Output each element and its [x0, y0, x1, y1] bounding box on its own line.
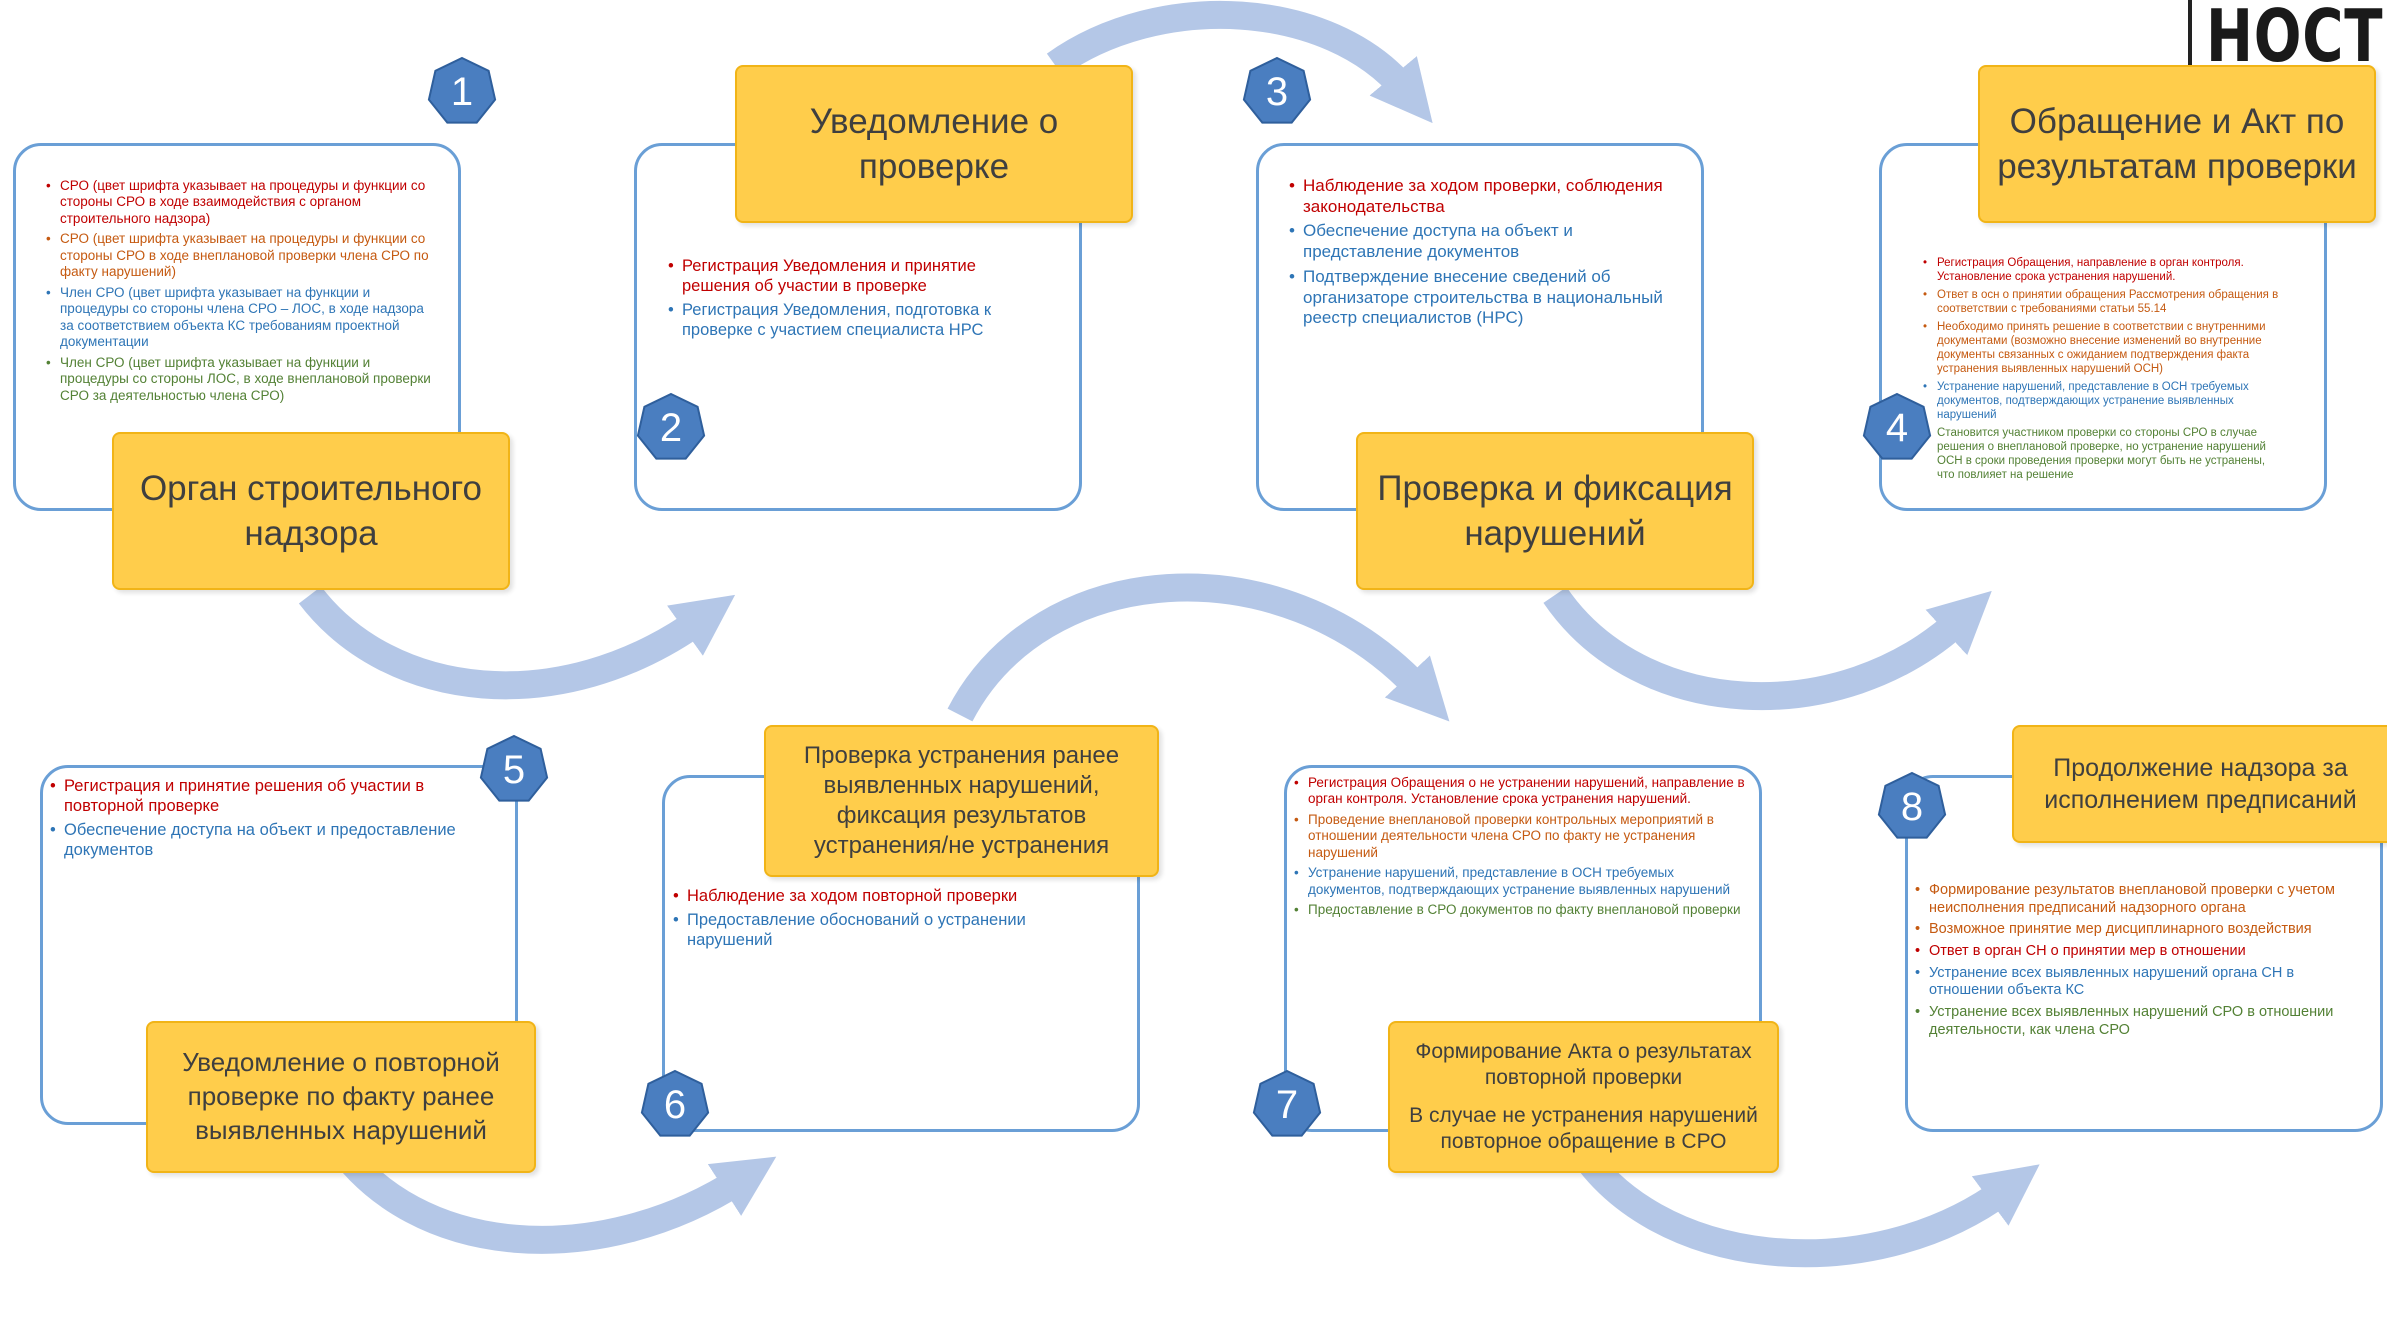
step4-badge: 4: [1861, 392, 1933, 464]
list-item: Ответ в осн о принятии обращения Рассмот…: [1923, 288, 2285, 316]
step4-title: Обращение и Акт по результатам проверки: [1978, 65, 2376, 223]
step2-number: 2: [659, 405, 683, 450]
step1-list: СРО (цвет шрифта указывает на процедуры …: [46, 178, 431, 408]
logo-text: НОСТРО: [2206, 0, 2387, 72]
step2-badge: 2: [635, 392, 707, 464]
step8-badge: 8: [1876, 771, 1948, 843]
step6-number: 6: [663, 1082, 687, 1127]
list-item: Проведение внеплановой проверки контроль…: [1294, 812, 1749, 861]
step3-title-text: Проверка и фиксация нарушений: [1377, 468, 1733, 554]
list-item: Устранение нарушений, представление в ОС…: [1923, 380, 2285, 422]
arrow-3-to-4: [1543, 586, 1992, 711]
list-item: Наблюдение за ходом проверки, соблюдения…: [1289, 176, 1679, 217]
list-item: Член СРО (цвет шрифта указывает на функц…: [46, 285, 431, 351]
step7-badge: 7: [1251, 1069, 1323, 1141]
list-item: Предоставление обоснований о устранении …: [673, 910, 1073, 950]
step7-number: 7: [1275, 1082, 1299, 1127]
list-item: Становится участником проверки со сторон…: [1923, 426, 2285, 482]
step5-title-text: Уведомление о повторной проверке по факт…: [182, 1047, 500, 1145]
step4-number: 4: [1885, 405, 1909, 450]
list-item: Подтверждение внесение сведений об орган…: [1289, 267, 1679, 329]
step3-number: 3: [1265, 69, 1289, 114]
step6-title-text: Проверка устранения ранее выявленных нар…: [803, 742, 1120, 859]
step6-title: Проверка устранения ранее выявленных нар…: [764, 725, 1159, 877]
arrow-1-to-2: [298, 586, 736, 700]
step7-list: Регистрация Обращения о не устранении на…: [1294, 775, 1749, 923]
step1-number: 1: [450, 69, 474, 114]
step7-title-text: Формирование Акта о результатах повторно…: [1415, 1039, 1752, 1089]
list-item: Обеспечение доступа на объект и представ…: [1289, 221, 1679, 262]
step7-title: Формирование Акта о результатах повторно…: [1388, 1021, 1779, 1173]
step1-badge: 1: [426, 56, 498, 128]
list-item: Необходимо принять решение в соответстви…: [1923, 320, 2285, 376]
list-item: СРО (цвет шрифта указывает на процедуры …: [46, 231, 431, 280]
step8-title-text: Продолжение надзора за исполнением предп…: [2044, 753, 2357, 815]
list-item: Ответ в орган СН о принятии мер в отноше…: [1915, 943, 2345, 961]
arrow-5-to-6: [323, 1132, 777, 1254]
list-item: Предоставление в СРО документов по факту…: [1294, 902, 1749, 919]
step5-badge: 5: [478, 734, 550, 806]
step1-title: Орган строительного надзора: [112, 432, 510, 590]
list-item: Устранение нарушений, представление в ОС…: [1294, 865, 1749, 898]
step1-title-text: Орган строительного надзора: [139, 468, 483, 554]
step4-list: Регистрация Обращения, направление в орг…: [1923, 256, 2285, 486]
step8-title: Продолжение надзора за исполнением предп…: [2012, 725, 2387, 843]
list-item: Регистрация и принятие решения об участи…: [50, 776, 470, 816]
step3-badge: 3: [1241, 56, 1313, 128]
step2-title-text: Уведомление о проверке: [809, 101, 1059, 187]
step8-number: 8: [1900, 784, 1924, 829]
nostroy-logo: НОСТРО: [2188, 0, 2387, 72]
step6-badge: 6: [639, 1069, 711, 1141]
arrow-6-to-7: [947, 573, 1450, 722]
list-item: СРО (цвет шрифта указывает на процедуры …: [46, 178, 431, 227]
list-item: Обеспечение доступа на объект и предоста…: [50, 820, 470, 860]
step3-title: Проверка и фиксация нарушений: [1356, 432, 1754, 590]
step5-list: Регистрация и принятие решения об участи…: [50, 776, 470, 865]
arrow-7-to-8: [1562, 1132, 2040, 1268]
list-item: Регистрация Обращения о не устранении на…: [1294, 775, 1749, 808]
list-item: Устранение всех выявленных нарушений орг…: [1915, 965, 2345, 1000]
step7-subtitle-text: В случае не устранения нарушений повторн…: [1409, 1104, 1758, 1154]
list-item: Регистрация Уведомления, подготовка к пр…: [668, 300, 1028, 340]
step2-title: Уведомление о проверке: [735, 65, 1133, 223]
step6-list: Наблюдение за ходом повторной проверки П…: [673, 886, 1073, 954]
step5-number: 5: [502, 747, 526, 792]
list-item: Наблюдение за ходом повторной проверки: [673, 886, 1073, 906]
list-item: Формирование результатов внеплановой про…: [1915, 882, 2345, 917]
step3-list: Наблюдение за ходом проверки, соблюдения…: [1289, 176, 1679, 333]
step5-title: Уведомление о повторной проверке по факт…: [146, 1021, 536, 1173]
step8-list: Формирование результатов внеплановой про…: [1915, 882, 2345, 1044]
list-item: Возможное принятие мер дисциплинарного в…: [1915, 921, 2345, 939]
list-item: Регистрация Уведомления и принятие решен…: [668, 256, 1028, 296]
step2-list: Регистрация Уведомления и принятие решен…: [668, 256, 1028, 345]
step4-title-text: Обращение и Акт по результатам проверки: [1997, 101, 2357, 187]
list-item: Регистрация Обращения, направление в орг…: [1923, 256, 2285, 284]
list-item: Устранение всех выявленных нарушений СРО…: [1915, 1004, 2345, 1039]
list-item: Член СРО (цвет шрифта указывает на функц…: [46, 355, 431, 404]
arrow-2-to-3: [1046, 1, 1433, 124]
